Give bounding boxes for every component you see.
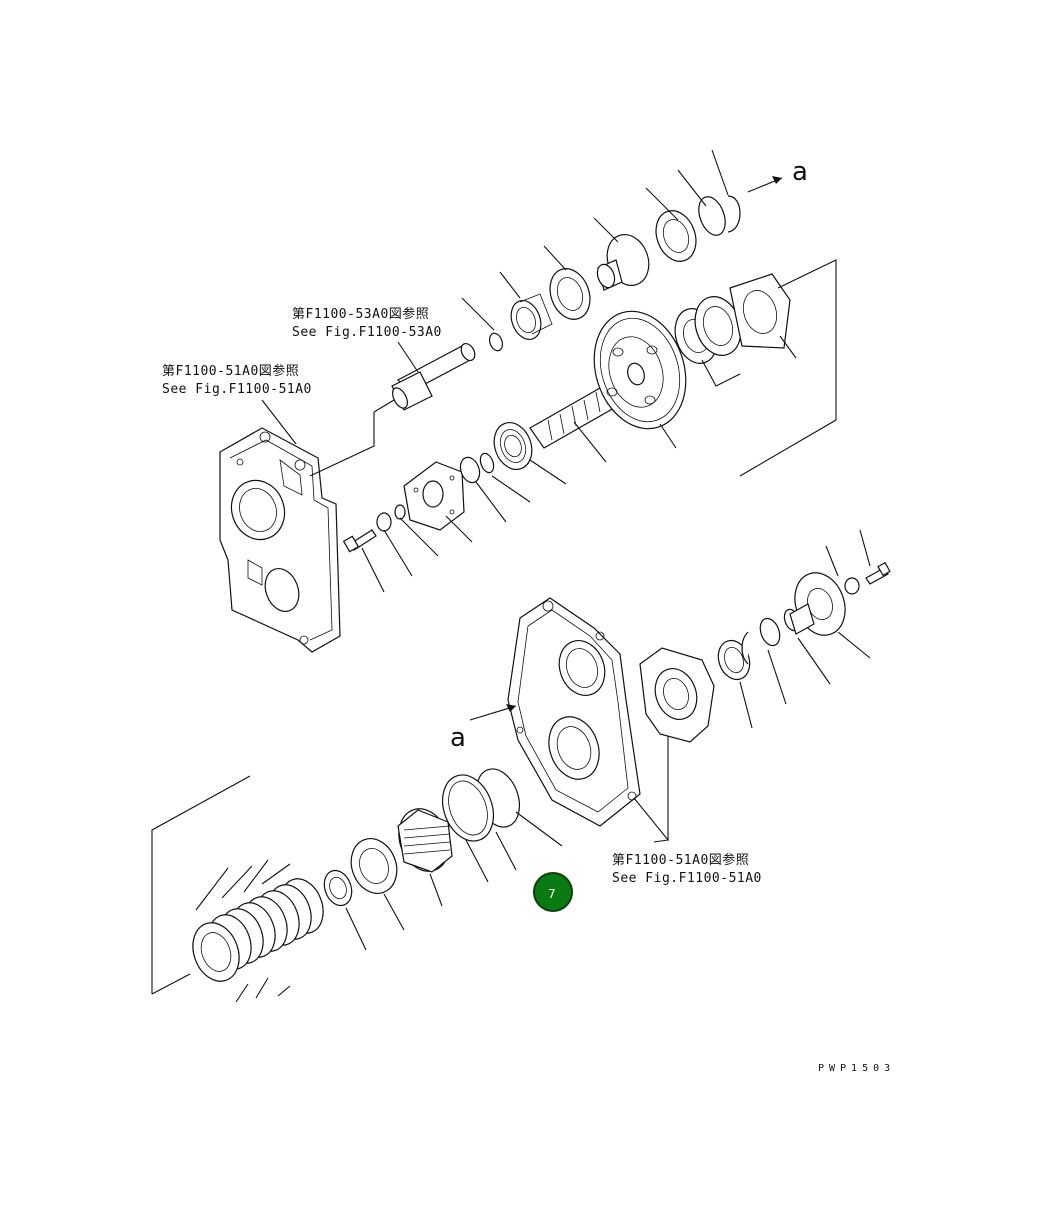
connection-label-a-top: a: [792, 157, 808, 187]
drawing-code: PWP1503: [818, 1063, 895, 1074]
clutch-hub: [397, 808, 453, 873]
needle-bearing-lower: [323, 869, 353, 907]
ref-53a0-en: See Fig.F1100-53A0: [292, 325, 442, 340]
bearing-lower-1: [717, 639, 751, 681]
bearing-upper-2: [549, 268, 591, 320]
snap-ring-upper-2: [488, 332, 504, 352]
stub-shaft: [391, 342, 476, 411]
arrow-to-a-top: [747, 176, 783, 193]
ref-53a0-jp: 第F1100-53A0図参照: [292, 306, 429, 322]
bolt-upper: [342, 529, 377, 553]
clutch-drum-plate: [350, 838, 398, 894]
upper-assembly: [219, 195, 791, 653]
retainer-plate: [403, 461, 465, 531]
position-marker[interactable]: 7: [533, 872, 573, 912]
bolt-lower: [865, 561, 891, 585]
arrow-to-a-bottom: [469, 704, 517, 721]
snap-ring-upper-3: [698, 196, 726, 236]
ref-51a0-bottom-en: See Fig.F1100-51A0: [612, 871, 762, 886]
bearing-upper-1: [493, 422, 533, 470]
leader-lines-lower: [151, 529, 871, 1003]
washer-lower: [844, 577, 860, 595]
leader-lines-upper: [261, 149, 837, 593]
collar-upper: [510, 293, 553, 340]
bearing-cap-upper: [729, 273, 791, 349]
snap-ring-lower-1: [741, 631, 749, 665]
ref-51a0-top-jp: 第F1100-51A0図参照: [162, 363, 299, 379]
marker-label: 7: [548, 887, 556, 901]
bearing-upper-3: [655, 210, 697, 262]
ref-51a0-bottom-jp: 第F1100-51A0図参照: [612, 852, 749, 868]
ref-51a0-top-en: See Fig.F1100-51A0: [162, 382, 312, 397]
washer-upper-1: [376, 512, 392, 532]
clutch-disc-pack: [192, 878, 324, 982]
snap-ring-upper-4: [727, 195, 741, 233]
pinion-gear-upper: [596, 234, 650, 291]
ring-lower-2: [442, 774, 494, 842]
spacer-upper: [479, 452, 495, 474]
connection-label-a-bottom: a: [450, 723, 466, 753]
lower-assembly: [192, 561, 891, 982]
seal-lower: [759, 617, 781, 647]
large-gear: [593, 310, 687, 430]
output-flange: [789, 572, 846, 636]
snap-ring-upper-1: [459, 456, 481, 484]
carrier-lower: [639, 647, 715, 743]
front-case: [507, 597, 641, 827]
washer-upper-2: [394, 504, 406, 520]
housing-cover-upper: [219, 427, 341, 653]
